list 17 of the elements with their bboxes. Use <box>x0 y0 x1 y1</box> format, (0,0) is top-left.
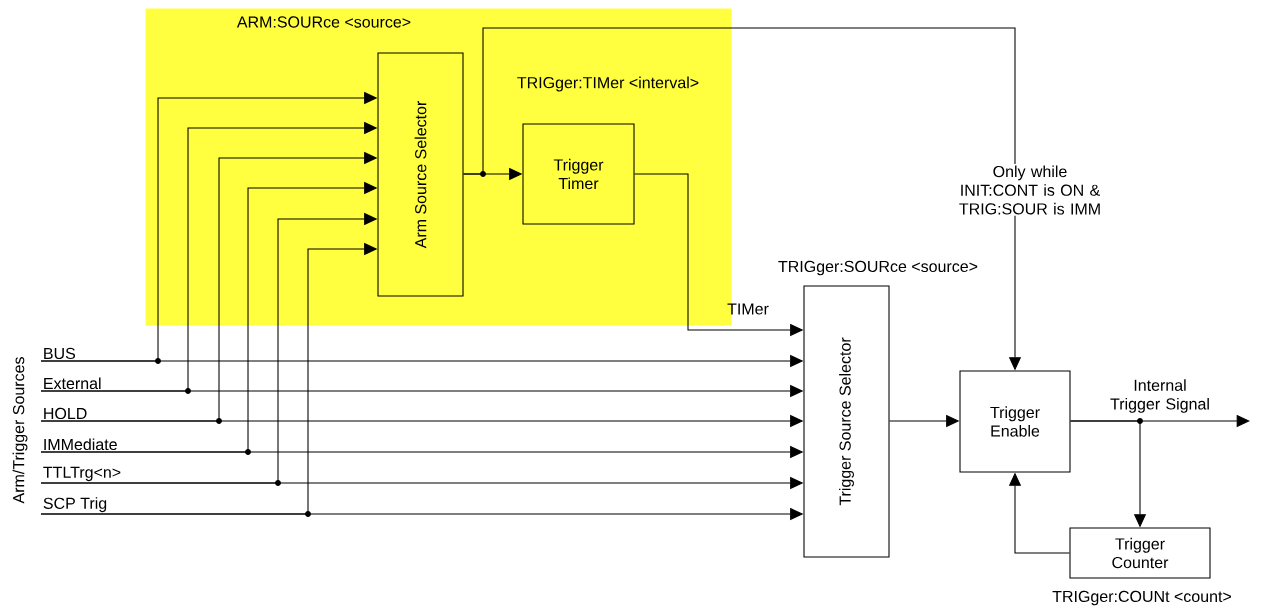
process-box: Trigger Source Selector <box>803 285 890 558</box>
edge-label: Internal Trigger Signal <box>1110 379 1209 413</box>
command-label: TRIGger:TIMer <interval> <box>517 76 699 92</box>
process-box: Trigger Timer <box>522 123 635 225</box>
process-box: Trigger Counter <box>1069 527 1211 579</box>
source-label: TTLTrg<n> <box>43 466 121 482</box>
process-box: Trigger Enable <box>959 370 1071 473</box>
edge-label: Only while INIT:CONT is ON & TRIG:SOUR is IMM <box>941 164 1119 216</box>
axis-label: Arm/Trigger Sources <box>12 357 28 504</box>
source-label: External <box>44 377 101 390</box>
source-label: HOLD <box>44 407 87 420</box>
command-label: TRIGger:SOURce <source> <box>778 260 978 276</box>
source-label: SCP Trig <box>43 497 107 513</box>
source-label: BUS <box>44 347 76 360</box>
process-box: Arm Source Selector <box>377 52 464 297</box>
source-label: IMMediate <box>44 438 117 451</box>
command-label: TRIGger:COUNt <count> <box>1052 590 1231 606</box>
